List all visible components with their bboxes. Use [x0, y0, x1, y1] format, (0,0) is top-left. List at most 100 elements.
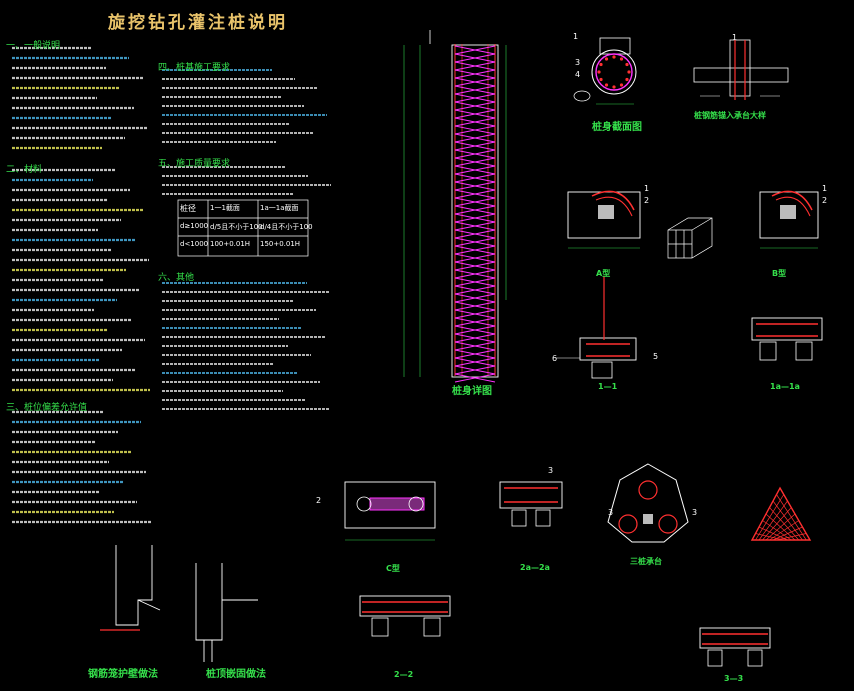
- spiral-stirrup: [454, 205, 496, 215]
- caption-detail-right: 桩顶嵌固做法: [206, 669, 266, 680]
- spiral-stirrup: [454, 69, 496, 79]
- spiral-stirrup: [454, 157, 496, 167]
- mark-2c: 2: [316, 496, 322, 505]
- mark-4: 4: [575, 70, 581, 79]
- spiral-stirrup: [454, 357, 496, 367]
- rebar-dot: [625, 77, 629, 82]
- section-2a-2a: [499, 481, 563, 527]
- caption-cap-a: A型: [596, 269, 611, 278]
- caption-section-2a-2a: 2a—2a: [520, 563, 550, 572]
- spiral-stirrup: [454, 173, 496, 183]
- spiral-stirrup: [454, 77, 496, 87]
- spiral-stirrup: [454, 189, 496, 199]
- table-header-dia: 桩径: [180, 204, 196, 213]
- mark-6: 6: [552, 354, 558, 363]
- table-cell-r1c2: d/5且不小于100: [210, 223, 263, 231]
- hatch-line: [762, 520, 792, 541]
- rebar-dot: [619, 83, 624, 87]
- detail-retaining-wall: [100, 545, 161, 631]
- hatch-line: [755, 533, 784, 541]
- section-1-1: [556, 276, 637, 379]
- mark-1b: 1: [732, 33, 738, 42]
- spiral-stirrup: [454, 373, 496, 383]
- spiral-stirrup: [454, 277, 496, 287]
- spiral-stirrup: [454, 285, 496, 295]
- rebar-dot: [599, 77, 603, 82]
- caption-pile-elevation: 桩身详图: [452, 386, 492, 397]
- spiral-stirrup: [454, 365, 496, 375]
- spiral-stirrup: [454, 237, 496, 247]
- caption-section-1a-1a: 1a—1a: [770, 382, 800, 391]
- heading-materials: 二、材料: [6, 165, 43, 175]
- caption-three-pile-cap: 三桩承台: [630, 557, 662, 566]
- spiral-stirrup: [454, 213, 496, 223]
- section-1a-1a: [751, 317, 823, 361]
- table-cell-r2c2: 100+0.01H: [210, 240, 251, 248]
- spiral-stirrup: [454, 149, 496, 159]
- spiral-stirrup: [454, 261, 496, 271]
- spiral-stirrup: [454, 229, 496, 239]
- rebar-cage-3d: [667, 217, 713, 259]
- heading-other: 六、其他: [158, 273, 195, 283]
- caption-section-3-3: 3—3: [724, 674, 744, 683]
- spiral-stirrup: [454, 165, 496, 175]
- spiral-stirrup: [454, 53, 496, 63]
- heading-tolerance: 三、桩位偏差允许值: [6, 403, 88, 413]
- spiral-stirrup: [454, 61, 496, 71]
- spiral-stirrup: [454, 309, 496, 319]
- drawing-title: 旋挖钻孔灌注桩说明: [108, 13, 288, 33]
- spiral-stirrup: [454, 301, 496, 311]
- mark-3d: 3: [608, 508, 614, 517]
- caption-cap-anchor: 桩钢筋锚入承台大样: [694, 111, 766, 120]
- spiral-stirrup: [454, 93, 496, 103]
- rebar-dot: [597, 70, 601, 74]
- spiral-stirrup: [454, 133, 496, 143]
- hatch-line: [776, 533, 807, 541]
- heading-quality: 五、施工质量要求: [158, 159, 231, 169]
- spiral-stirrup: [454, 245, 496, 255]
- spiral-stirrup: [454, 269, 496, 279]
- spiral-stirrup: [454, 85, 496, 95]
- table-cell-r2c3: 150+0.01H: [260, 240, 301, 248]
- cap-type-a-plan: [567, 190, 641, 249]
- pile-section: [573, 37, 637, 105]
- caption-cap-b: B型: [772, 269, 787, 278]
- three-pile-cap-plan: [607, 463, 689, 543]
- cap-anchor-detail: [693, 39, 789, 100]
- spec-table: [177, 199, 309, 257]
- rebar-dot: [619, 57, 624, 61]
- rebar-dot: [612, 55, 616, 59]
- rebar-dot: [627, 70, 631, 74]
- section-2-2: [359, 595, 451, 637]
- heading-construction: 四、桩基施工要求: [158, 63, 231, 73]
- spiral-stirrup: [454, 117, 496, 127]
- notes-left-column: [12, 46, 151, 524]
- mark-1c: 1: [644, 184, 650, 193]
- rebar-dot: [612, 85, 616, 89]
- rebar-dot: [604, 83, 609, 87]
- three-pile-cap-rebar: [750, 486, 812, 541]
- detail-pile-top: [195, 563, 258, 662]
- rebar-dot: [599, 62, 603, 67]
- mark-1: 1: [573, 32, 579, 41]
- pile-elevation: [403, 30, 507, 383]
- spiral-stirrup: [454, 349, 496, 359]
- caption-detail-left: 钢筋笼护壁做法: [88, 669, 158, 680]
- spiral-stirrup: [454, 141, 496, 151]
- cap-type-b-plan: [759, 190, 819, 249]
- spiral-stirrup: [454, 341, 496, 351]
- caption-pile-section: 桩身截面图: [592, 122, 642, 133]
- hatch-line: [772, 526, 803, 541]
- mark-2: 2: [644, 196, 650, 205]
- hatch-line: [765, 513, 796, 541]
- hatch-line: [758, 526, 788, 541]
- spiral-stirrup: [454, 197, 496, 207]
- hatch-line: [769, 520, 799, 541]
- mark-3: 3: [575, 58, 581, 67]
- spiral-stirrup: [454, 293, 496, 303]
- notes-middle-column: [162, 69, 331, 410]
- section-3-3: [699, 627, 771, 667]
- spiral-stirrup: [454, 45, 496, 55]
- mark-3c: 3: [692, 508, 698, 517]
- caption-section-2-2: 2—2: [394, 670, 414, 679]
